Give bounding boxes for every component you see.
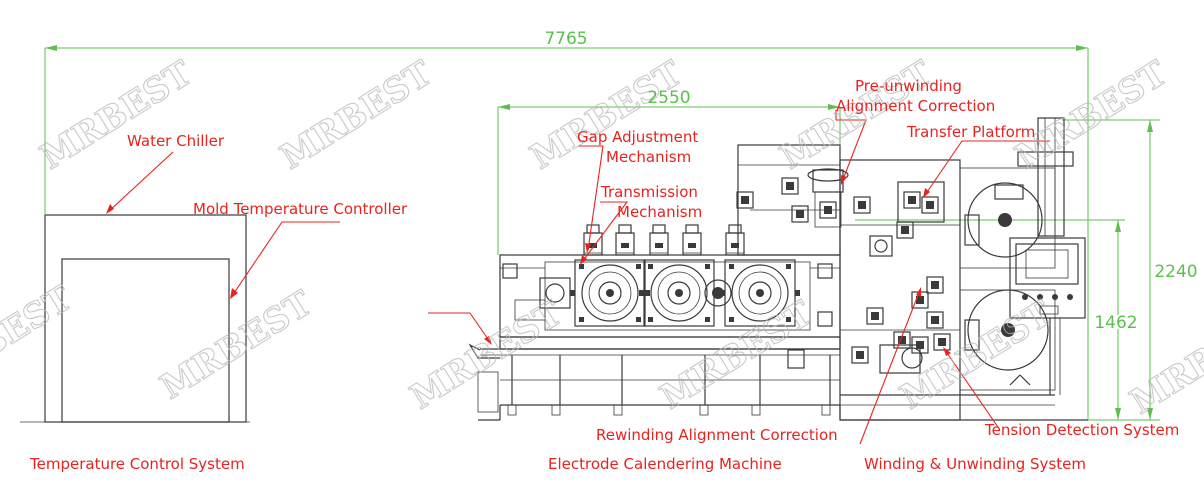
label-tension-detection-system: Tension Detection System bbox=[984, 421, 1179, 439]
watermark: MRBEST bbox=[654, 293, 820, 417]
section-title-temperature-control: Temperature Control System bbox=[29, 455, 245, 473]
label-transmission-line1: Transmission bbox=[600, 183, 698, 201]
dimension-calender-length-label: 2550 bbox=[647, 88, 690, 108]
dimension-calender-height bbox=[855, 219, 1125, 420]
dimension-overall-height bbox=[1050, 119, 1160, 421]
dimension-overall-length-label: 7765 bbox=[544, 29, 587, 49]
section-title-winding-unwinding: Winding & Unwinding System bbox=[864, 455, 1086, 473]
label-transfer-platform: Transfer Platform bbox=[906, 123, 1035, 141]
label-water-chiller: Water Chiller bbox=[127, 132, 225, 150]
winding-unwinding-machine bbox=[839, 117, 1088, 421]
label-pre-unwinding-line1: Pre-unwinding bbox=[855, 77, 962, 95]
watermark: MRBEST bbox=[404, 293, 570, 417]
label-gap-adjustment-line2: Mechanism bbox=[606, 148, 691, 166]
label-pre-unwinding-line2: Alignment Correction bbox=[836, 97, 995, 115]
watermark: MRBEST bbox=[154, 283, 320, 407]
dimension-overall-length bbox=[44, 45, 1089, 420]
watermark: MRBEST bbox=[34, 53, 200, 177]
leader-lines bbox=[106, 110, 1050, 445]
watermark: MRBEST bbox=[774, 53, 940, 177]
watermark: MRBEST bbox=[1009, 53, 1175, 177]
dimension-calender-height-label: 1462 bbox=[1094, 313, 1137, 333]
label-mold-temperature-controller: Mold Temperature Controller bbox=[193, 200, 408, 218]
watermark: MRBEST bbox=[894, 293, 1060, 417]
mold-temperature-controller-box bbox=[61, 258, 230, 423]
dimension-overall-height-label: 2240 bbox=[1154, 262, 1197, 282]
watermark: MRBEST bbox=[0, 278, 79, 402]
calendering-machine bbox=[468, 224, 841, 421]
section-title-electrode-calendering: Electrode Calendering Machine bbox=[548, 455, 782, 473]
label-rewinding-alignment-correction: Rewinding Alignment Correction bbox=[596, 426, 838, 444]
label-transmission-line2: Mechanism bbox=[617, 203, 702, 221]
label-gap-adjustment-line1: Gap Adjustment bbox=[577, 128, 698, 146]
water-chiller-box bbox=[44, 214, 247, 423]
watermark: MRBEST bbox=[274, 53, 440, 177]
